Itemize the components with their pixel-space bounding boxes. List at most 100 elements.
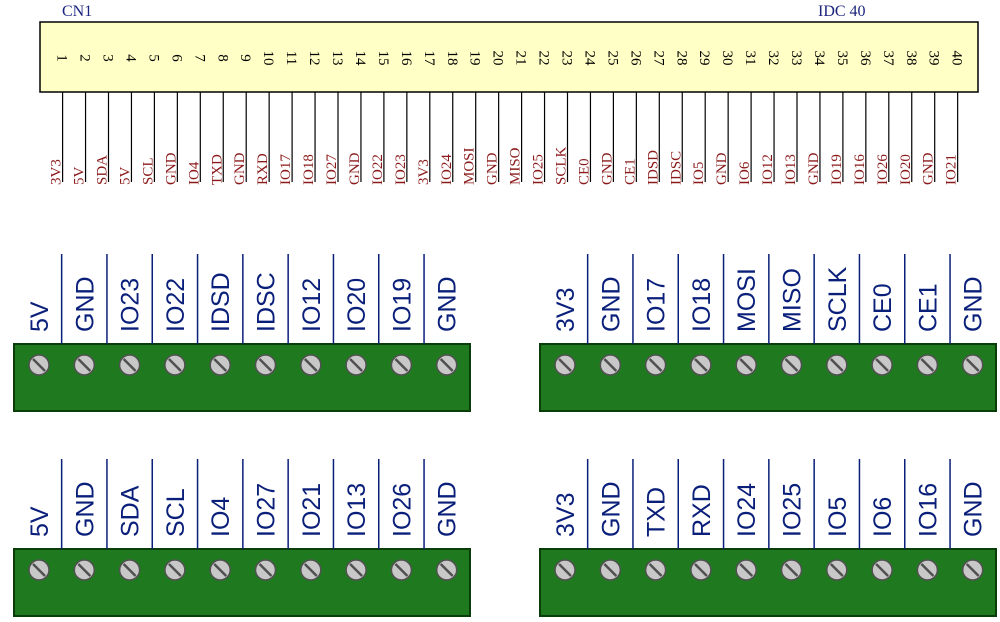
terminal-label: IO19 bbox=[388, 278, 416, 332]
terminal-screw[interactable] bbox=[28, 559, 50, 581]
terminal-label: SCL bbox=[162, 488, 190, 537]
terminal-screw[interactable] bbox=[554, 559, 576, 581]
header-pin-signal: IO23 bbox=[393, 154, 409, 185]
terminal-screw[interactable] bbox=[164, 354, 186, 376]
header-pin-number: 1 bbox=[54, 54, 70, 62]
idc40-connector-body bbox=[39, 21, 979, 93]
terminal-screw[interactable] bbox=[961, 354, 984, 376]
terminal-screw[interactable] bbox=[916, 559, 939, 581]
terminal-label: 3V3 bbox=[552, 288, 580, 332]
terminal-screw[interactable] bbox=[599, 354, 622, 376]
terminal-screw[interactable] bbox=[916, 354, 939, 376]
header-pin-signal: IO13 bbox=[783, 154, 799, 185]
terminal-label: CE1 bbox=[914, 283, 942, 332]
terminal-screw[interactable] bbox=[735, 559, 757, 581]
header-pin-signal: SDA bbox=[95, 155, 111, 185]
terminal-block-body bbox=[13, 548, 471, 617]
header-pin-signal: GND bbox=[599, 152, 615, 185]
terminal-screw[interactable] bbox=[164, 559, 186, 581]
terminal-label: MISO bbox=[779, 268, 807, 332]
screw-slot bbox=[439, 358, 454, 372]
terminal-block-body bbox=[539, 548, 997, 617]
header-pin-number: 5 bbox=[145, 54, 161, 62]
screw-slot bbox=[349, 358, 363, 372]
terminal-label: 3V3 bbox=[552, 493, 580, 537]
screw-slot bbox=[32, 563, 46, 577]
header-pin-number: 36 bbox=[857, 51, 873, 67]
terminal-screw[interactable] bbox=[254, 559, 277, 581]
terminal-screw[interactable] bbox=[73, 354, 96, 376]
header-pin-number: 14 bbox=[352, 51, 368, 67]
header-pin-number: 2 bbox=[77, 54, 93, 62]
terminal-screw[interactable] bbox=[871, 354, 893, 376]
terminal-screw[interactable] bbox=[345, 559, 367, 581]
header-pin-signal: IDSD bbox=[645, 150, 661, 185]
terminal-screw[interactable] bbox=[780, 354, 803, 376]
header-pin-number: 8 bbox=[214, 54, 230, 62]
terminal-screw[interactable] bbox=[300, 354, 322, 376]
terminal-screw[interactable] bbox=[644, 559, 667, 581]
terminal-screw[interactable] bbox=[735, 354, 757, 376]
header-pin-signal: 5V bbox=[72, 167, 88, 186]
terminal-screw[interactable] bbox=[554, 354, 576, 376]
terminal-screw[interactable] bbox=[300, 559, 322, 581]
terminal-screw[interactable] bbox=[118, 559, 141, 581]
terminal-screw[interactable] bbox=[826, 559, 848, 581]
terminal-screw[interactable] bbox=[254, 354, 277, 376]
terminal-screw[interactable] bbox=[435, 354, 458, 376]
terminal-screw[interactable] bbox=[209, 354, 231, 376]
terminal-label: 5V bbox=[26, 301, 54, 332]
screw-slot bbox=[739, 358, 754, 372]
terminal-screw[interactable] bbox=[780, 559, 803, 581]
screw-slot bbox=[258, 358, 273, 372]
screw-slot bbox=[558, 358, 572, 372]
terminal-screw[interactable] bbox=[118, 354, 141, 376]
terminal-screw[interactable] bbox=[435, 559, 458, 581]
terminal-screw[interactable] bbox=[390, 559, 413, 581]
header-pin-signal: IO17 bbox=[278, 154, 294, 185]
terminal-screw[interactable] bbox=[209, 559, 231, 581]
terminal-screw[interactable] bbox=[961, 559, 984, 581]
header-pin-signal: GND bbox=[921, 152, 937, 185]
header-pin-signal: GND bbox=[485, 152, 501, 185]
terminal-screw[interactable] bbox=[599, 559, 622, 581]
screw-slot bbox=[558, 563, 572, 577]
header-pin-number: 24 bbox=[581, 51, 597, 67]
terminal-screw[interactable] bbox=[390, 354, 413, 376]
screw-slot bbox=[439, 563, 454, 577]
header-pin-number: 6 bbox=[168, 54, 184, 62]
screw-slot bbox=[648, 358, 663, 372]
terminal-screw[interactable] bbox=[345, 354, 367, 376]
terminal-label: GND bbox=[434, 481, 462, 537]
header-pin-number: 21 bbox=[513, 51, 529, 66]
header-pin-number: 34 bbox=[811, 51, 827, 67]
terminal-screw[interactable] bbox=[644, 354, 667, 376]
terminal-label: MOSI bbox=[733, 268, 761, 332]
header-pin-number: 28 bbox=[673, 51, 689, 66]
terminal-screw[interactable] bbox=[871, 559, 893, 581]
terminal-screw[interactable] bbox=[690, 559, 712, 581]
header-pin-number: 11 bbox=[283, 51, 299, 65]
terminal-screw[interactable] bbox=[73, 559, 96, 581]
terminal-screw[interactable] bbox=[28, 354, 50, 376]
screw-slot bbox=[122, 358, 137, 372]
header-pin-signal: IO19 bbox=[829, 154, 845, 185]
terminal-screw[interactable] bbox=[690, 354, 712, 376]
screw-slot bbox=[213, 358, 228, 372]
header-pin-number: 18 bbox=[444, 51, 460, 66]
terminal-screw[interactable] bbox=[826, 354, 848, 376]
screw-slot bbox=[829, 358, 844, 372]
header-pin-number: 20 bbox=[490, 51, 506, 66]
